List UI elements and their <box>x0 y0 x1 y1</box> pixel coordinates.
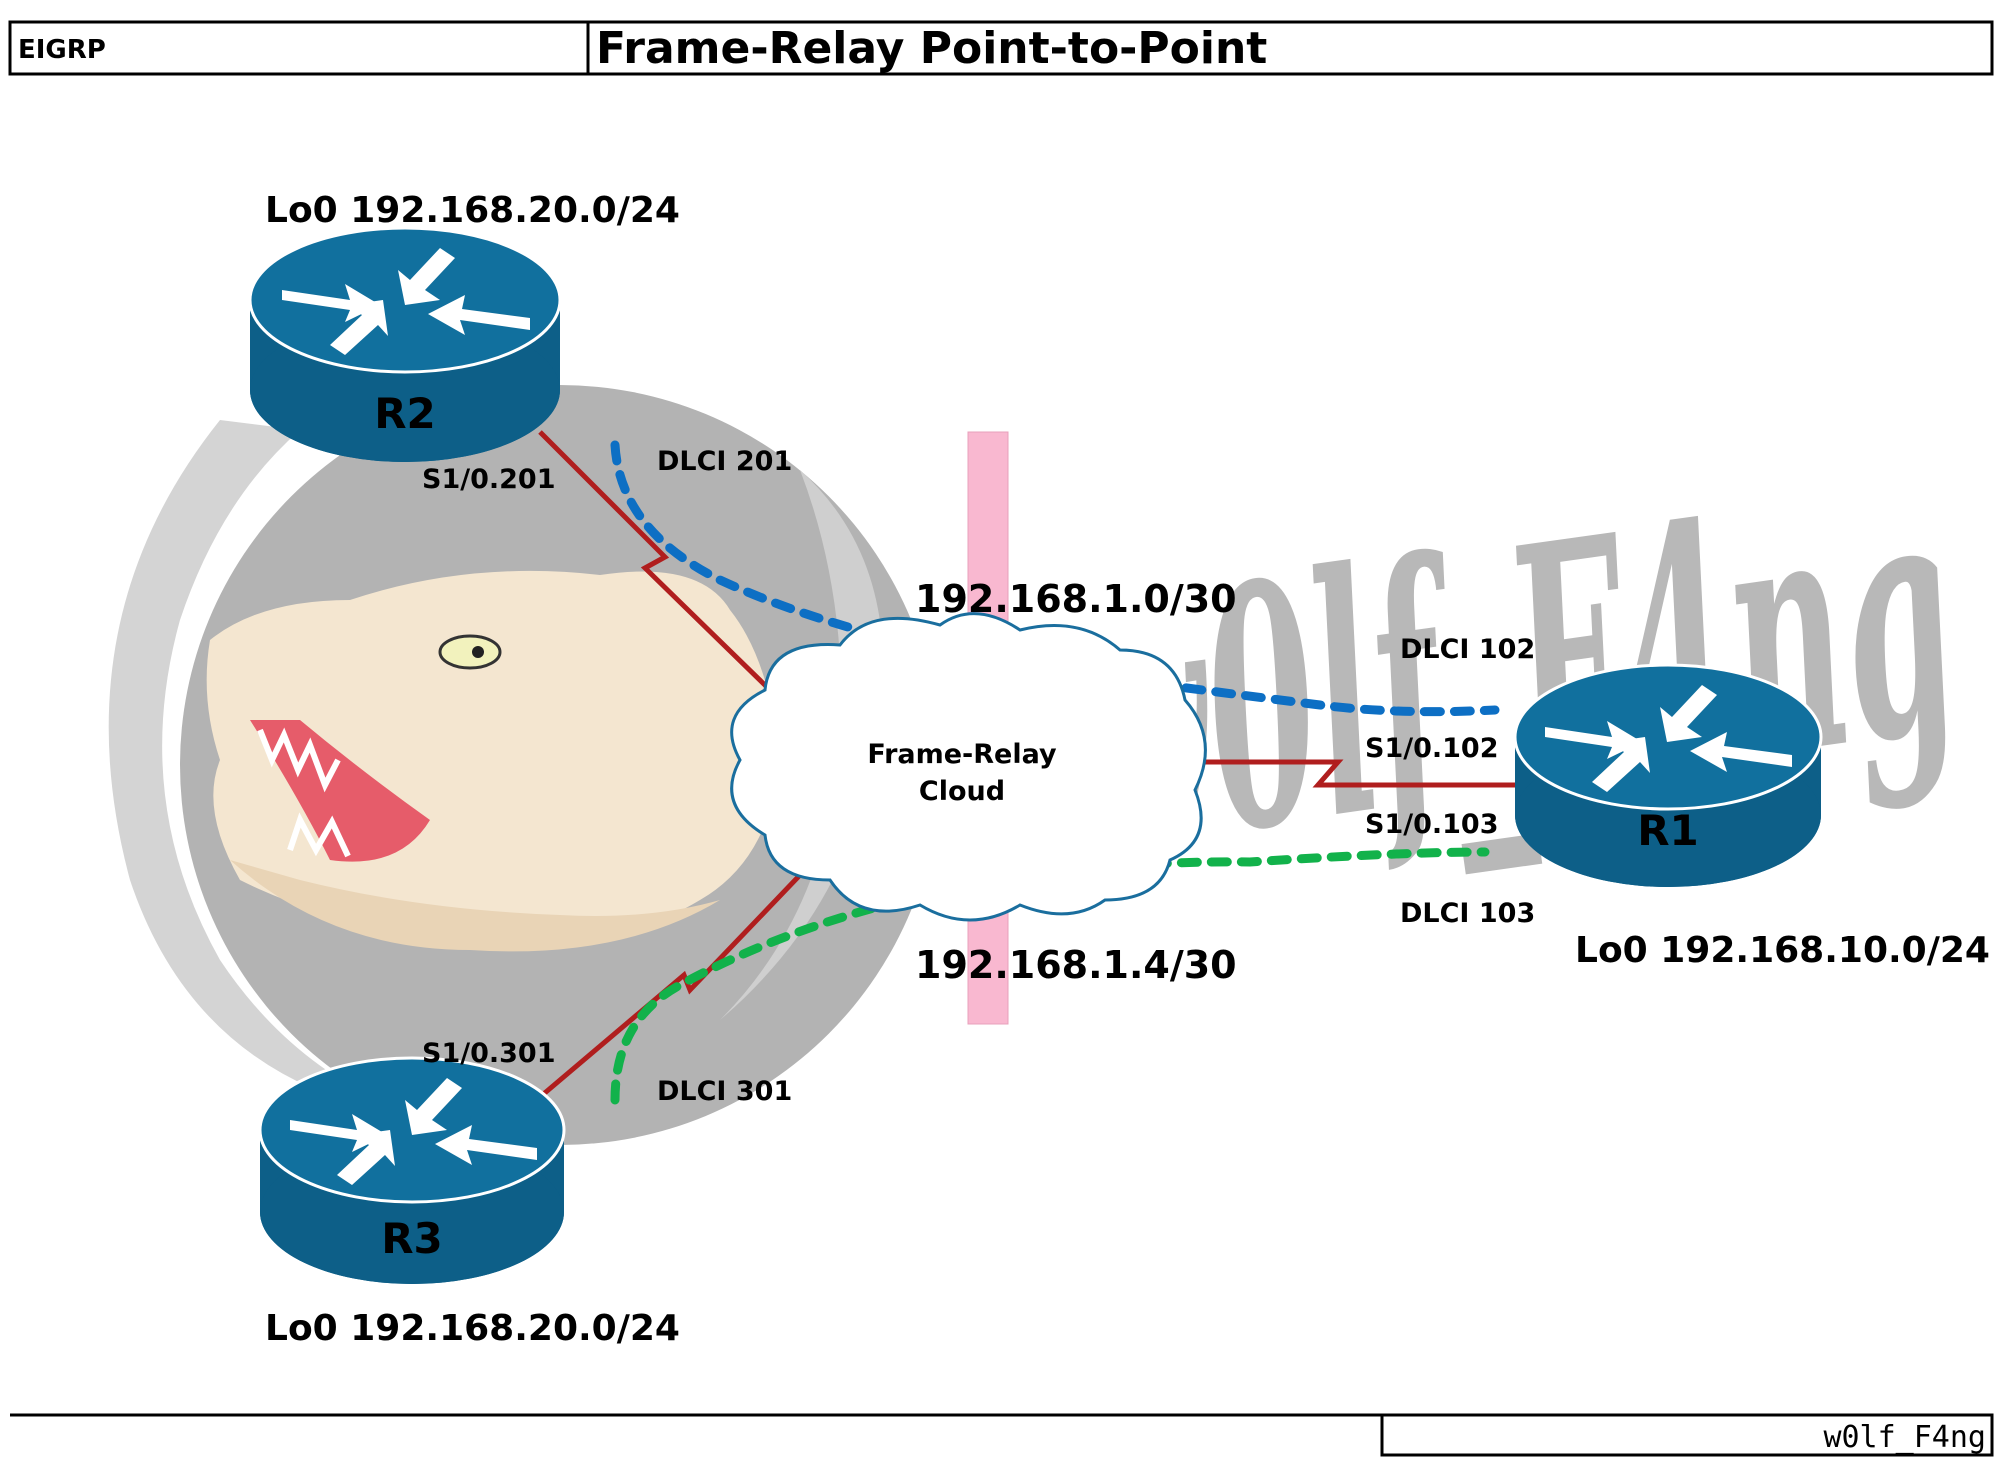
router-r1: R1 <box>1513 663 1823 887</box>
r2-loopback-label: Lo0 192.168.20.0/24 <box>265 190 680 231</box>
router-r3: R3 <box>258 1056 566 1284</box>
header-title-box <box>586 20 1994 76</box>
r1-loopback-label: Lo0 192.168.10.0/24 <box>1575 930 1990 971</box>
serial-link-r1 <box>1205 759 1515 788</box>
r1-interface-bottom-label: S1/0.103 <box>1365 809 1499 840</box>
router-r2: R2 <box>248 226 562 462</box>
subnet-bottom-label: 192.168.1.4/30 <box>915 943 1237 987</box>
subnet-top-label: 192.168.1.0/30 <box>915 577 1237 621</box>
router-r1-name: R1 <box>1637 806 1699 855</box>
cloud-label-line1: Frame-Relay <box>867 739 1057 770</box>
router-arrows-icon <box>290 1078 537 1185</box>
router-arrows-icon <box>1545 685 1792 792</box>
watermark-swirl-right <box>720 470 884 1020</box>
page-title: Frame-Relay Point-to-Point <box>596 23 1267 74</box>
router-r2-name: R2 <box>374 389 436 438</box>
footer-author-box <box>1380 1413 1994 1457</box>
watermark-swirl <box>108 420 430 1120</box>
r1-dlci-top-label: DLCI 102 <box>1400 634 1535 665</box>
pvc-r3-r1 <box>610 847 1490 1105</box>
r2-dlci-label: DLCI 201 <box>657 446 792 477</box>
watermark-text: w0lf_F4ng <box>1050 419 1976 930</box>
r1-dlci-bottom-label: DLCI 103 <box>1400 898 1535 929</box>
wolf-head-icon <box>206 570 780 952</box>
router-arrows-icon <box>282 248 530 355</box>
r3-dlci-label: DLCI 301 <box>657 1076 792 1107</box>
header-protocol-box <box>8 20 590 76</box>
r1-interface-top-label: S1/0.102 <box>1365 733 1499 764</box>
cloud-label-line2: Cloud <box>919 776 1005 807</box>
router-r3-name: R3 <box>381 1214 443 1263</box>
serial-link-r2 <box>538 430 772 692</box>
footer-author: w0lf_F4ng <box>1823 1420 1986 1455</box>
r3-loopback-label: Lo0 192.168.20.0/24 <box>265 1308 680 1349</box>
r2-interface-label: S1/0.201 <box>422 464 556 495</box>
header-protocol: EIGRP <box>18 35 106 65</box>
r3-interface-label: S1/0.301 <box>422 1038 556 1069</box>
frame-relay-cloud: Frame-Relay Cloud <box>730 612 1207 922</box>
